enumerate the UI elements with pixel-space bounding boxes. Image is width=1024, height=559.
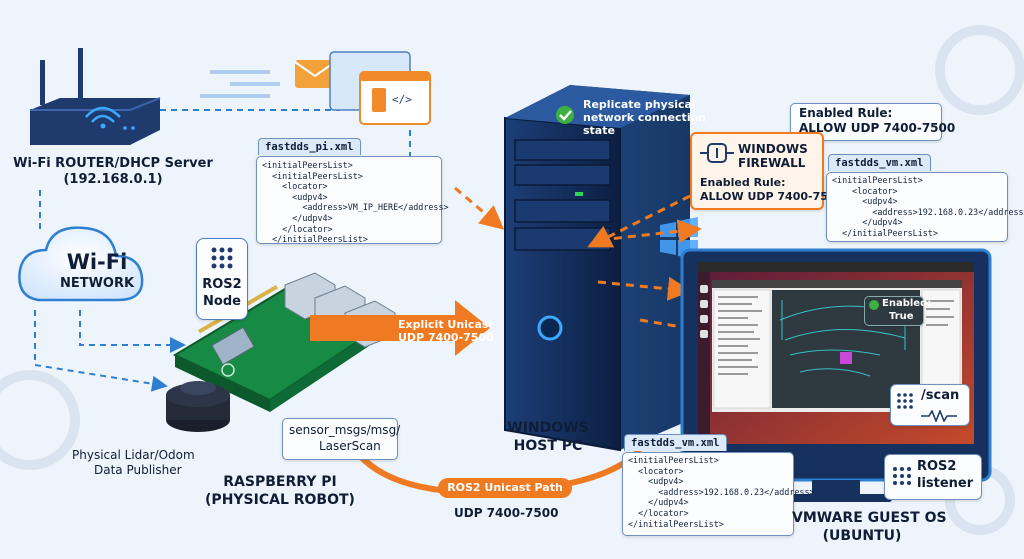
sensor-msg-line1: sensor_msgs/msg/ (289, 423, 401, 437)
lidar-label-line2: Data Publisher (94, 463, 182, 477)
vm-config-top-lines: <initialPeersList> <locator> <udpv4> <ad… (832, 175, 1024, 238)
pi-config-lines: <initialPeersList> <initialPeersList> <l… (262, 160, 449, 245)
explicit-unicast-line1: Explicit Unicast (398, 318, 494, 331)
cloud-line2: NETWORK (59, 276, 135, 291)
explicit-unicast-line2: UDP 7400-7500 (398, 331, 494, 344)
pi-title-line1: RASPBERRY PI (223, 474, 337, 490)
ros-dots-icon (211, 247, 233, 269)
listener-line1: ROS2 (917, 459, 957, 474)
callout-line1: Enabled Rule: (799, 106, 893, 120)
message-windows-icon: </> (294, 51, 431, 125)
rviz-enabled-line2: True (889, 311, 914, 322)
svg-text:</>: </> (392, 93, 412, 106)
host-title-line2: HOST PC (513, 438, 583, 454)
check-icon (869, 300, 879, 310)
cloud-icon (18, 226, 144, 302)
firewall-rule-line1: Enabled Rule: (700, 176, 786, 189)
replicate-line1: Replicate physical (583, 98, 696, 111)
scan-topic-card: /scan (890, 384, 970, 426)
sensor-msg-line2: LaserScan (319, 439, 381, 453)
vm-config-bottom-filename: fastdds_vm.xml (624, 434, 727, 451)
ros2-node-line1: ROS2 (202, 277, 242, 292)
firewall-rule-callout: Enabled Rule: ALLOW UDP 7400-7500 (790, 103, 955, 141)
rviz-enabled-badge: Enabled: True (864, 296, 931, 326)
check-icon (556, 106, 574, 124)
ros2-node-badge: ROS2 Node (196, 238, 248, 320)
lidar-label-line1: Physical Lidar/Odom (72, 448, 195, 462)
router-ip: (192.168.0.1) (63, 172, 163, 187)
pi-config-to-host-arrow (454, 186, 505, 230)
vm-config-bottom-lines: <initialPeersList> <locator> <udpv4> <ad… (628, 455, 815, 529)
pi-title-line2: (PHYSICAL ROBOT) (205, 492, 355, 508)
vm-config-bottom-card (622, 452, 794, 536)
unicast-path-label: ROS2 Unicast Path (447, 481, 563, 494)
ros-dots-icon (897, 393, 913, 409)
firewall-icon (700, 142, 734, 164)
replicate-line2: network connection (583, 111, 706, 124)
vm-title-line1: VMWARE GUEST OS (792, 510, 947, 526)
firewall-rule-line2: ALLOW UDP 7400-7500 (700, 190, 844, 203)
host-title-line1: WINDOWS (507, 420, 589, 436)
explicit-unicast-arrow (310, 300, 490, 356)
callout-line2: ALLOW UDP 7400-7500 (799, 121, 956, 135)
listener-line2: listener (917, 476, 974, 491)
cloud-line1: Wi-Fi (66, 250, 128, 274)
ros2-listener-card: ROS2 listener (884, 454, 982, 500)
pi-config-filename: fastdds_pi.xml (258, 138, 361, 155)
scan-topic-label: /scan (921, 388, 960, 403)
vm-config-top-filename: fastdds_vm.xml (828, 154, 931, 171)
rviz-enabled-line1: Enabled: (882, 298, 932, 309)
network-links (34, 109, 411, 392)
vm-title-line2: (UBUNTU) (822, 528, 902, 544)
lidar-sensor-icon (166, 381, 230, 432)
unicast-path-pill: ROS2 Unicast Path (438, 478, 572, 498)
wifi-router-icon (30, 48, 161, 145)
windows-firewall-box: WINDOWS FIREWALL Enabled Rule: ALLOW UDP… (690, 132, 843, 210)
pi-config-card (256, 156, 442, 244)
sensor-msg-card: sensor_msgs/msg/ LaserScan (282, 418, 401, 460)
ros-dots-icon (893, 467, 911, 485)
unicast-path-ports: UDP 7400-7500 (454, 506, 559, 520)
replicate-line3: state (583, 124, 615, 137)
windows-host-tower (504, 85, 698, 452)
vm-config-top-card (826, 172, 1008, 242)
host-firewall-arrow (587, 194, 691, 248)
firewall-title-line2: FIREWALL (738, 156, 806, 170)
ros2-node-line2: Node (203, 294, 241, 309)
router-title: Wi-Fi ROUTER/DHCP Server (13, 156, 213, 171)
signal-wave-icon (921, 407, 961, 424)
firewall-title-line1: WINDOWS (738, 142, 808, 156)
